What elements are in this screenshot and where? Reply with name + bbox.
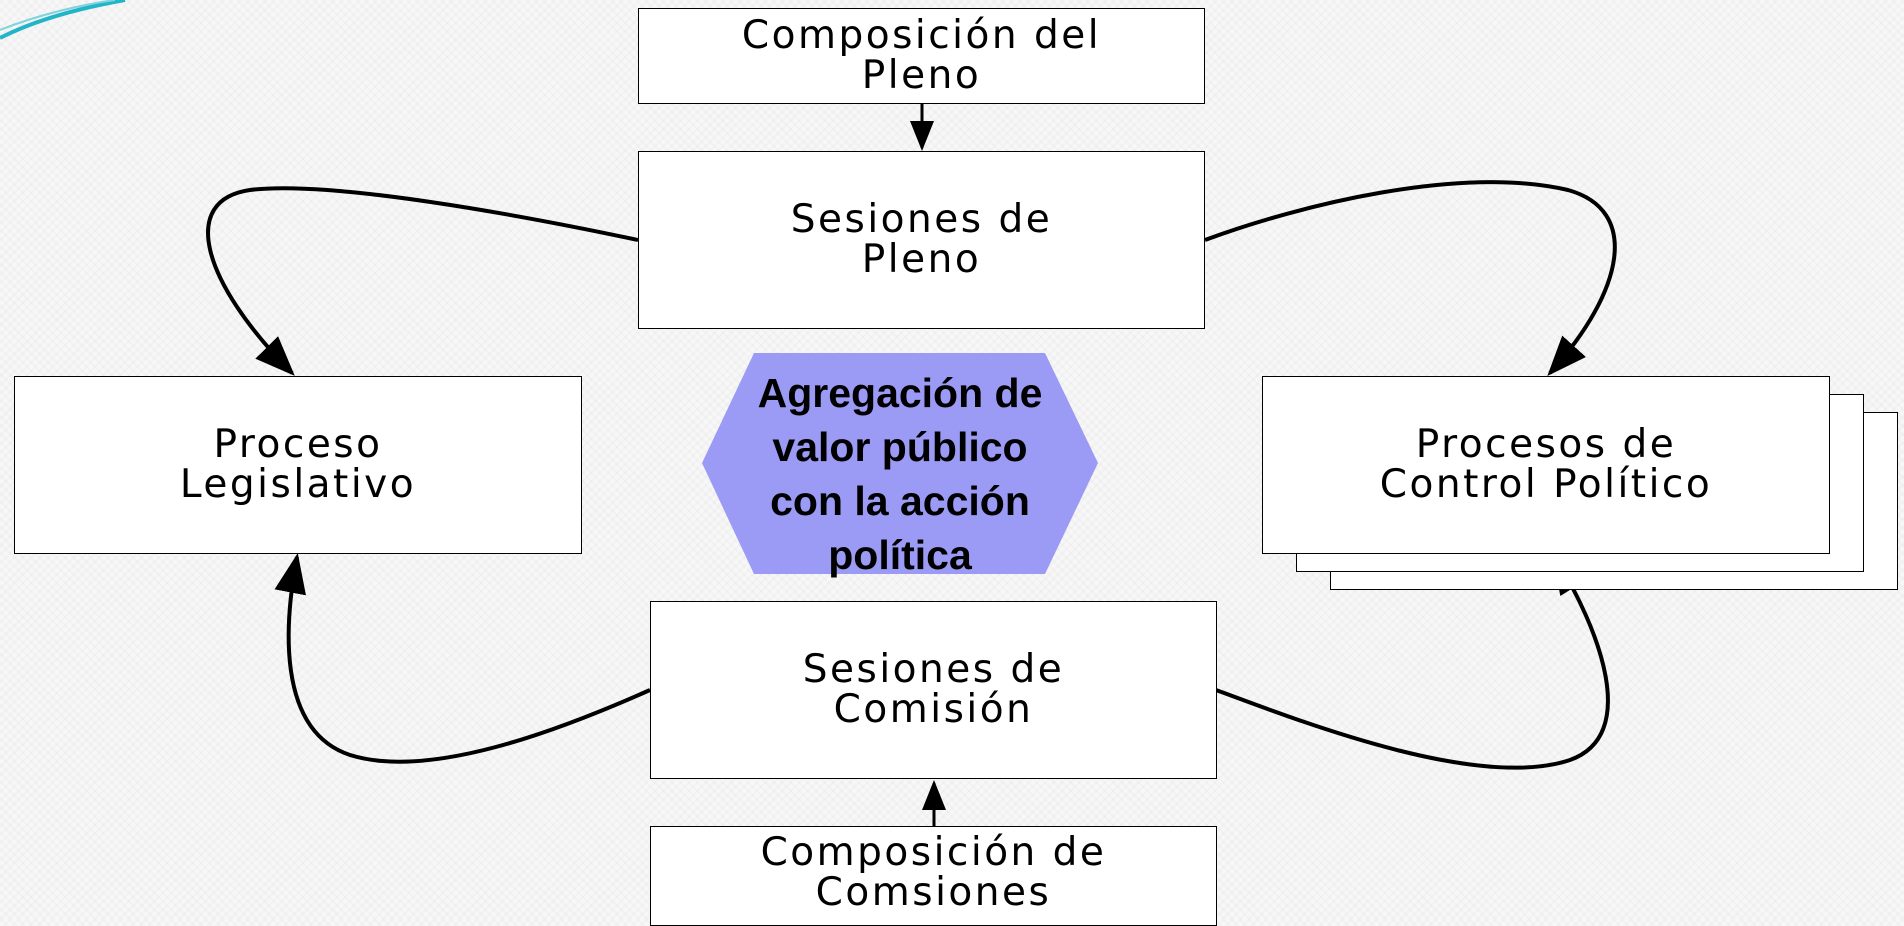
node-composicion-comisiones: Composición de Comsiones <box>650 826 1217 926</box>
arrow-comision-to-legislativo <box>274 553 651 764</box>
node-sesiones-comision-label: Sesiones de Comisión <box>802 647 1065 732</box>
node-proceso-legislativo: Proceso Legislativo <box>14 376 582 554</box>
arrow-pleno-to-control <box>1204 180 1617 376</box>
node-composicion-comisiones-label: Composición de Comsiones <box>760 830 1107 915</box>
node-composicion-pleno-label: Composición del Pleno <box>741 13 1102 98</box>
arrow-pleno-to-legislativo <box>206 186 639 376</box>
corner-swoosh-icon <box>0 0 126 40</box>
node-sesiones-comision: Sesiones de Comisión <box>650 601 1217 779</box>
node-sesiones-pleno: Sesiones de Pleno <box>638 151 1205 329</box>
arrow-comision-to-control <box>1215 553 1610 770</box>
node-procesos-control: Procesos de Control Político <box>1262 376 1830 554</box>
center-hexagon-label: Agregación de valor público con la acció… <box>757 370 1043 578</box>
node-composicion-pleno: Composición del Pleno <box>638 8 1205 104</box>
node-proceso-legislativo-label: Proceso Legislativo <box>179 422 417 507</box>
node-sesiones-pleno-label: Sesiones de Pleno <box>790 197 1053 282</box>
center-hexagon <box>702 353 1098 574</box>
node-procesos-control-label: Procesos de Control Político <box>1379 422 1713 507</box>
